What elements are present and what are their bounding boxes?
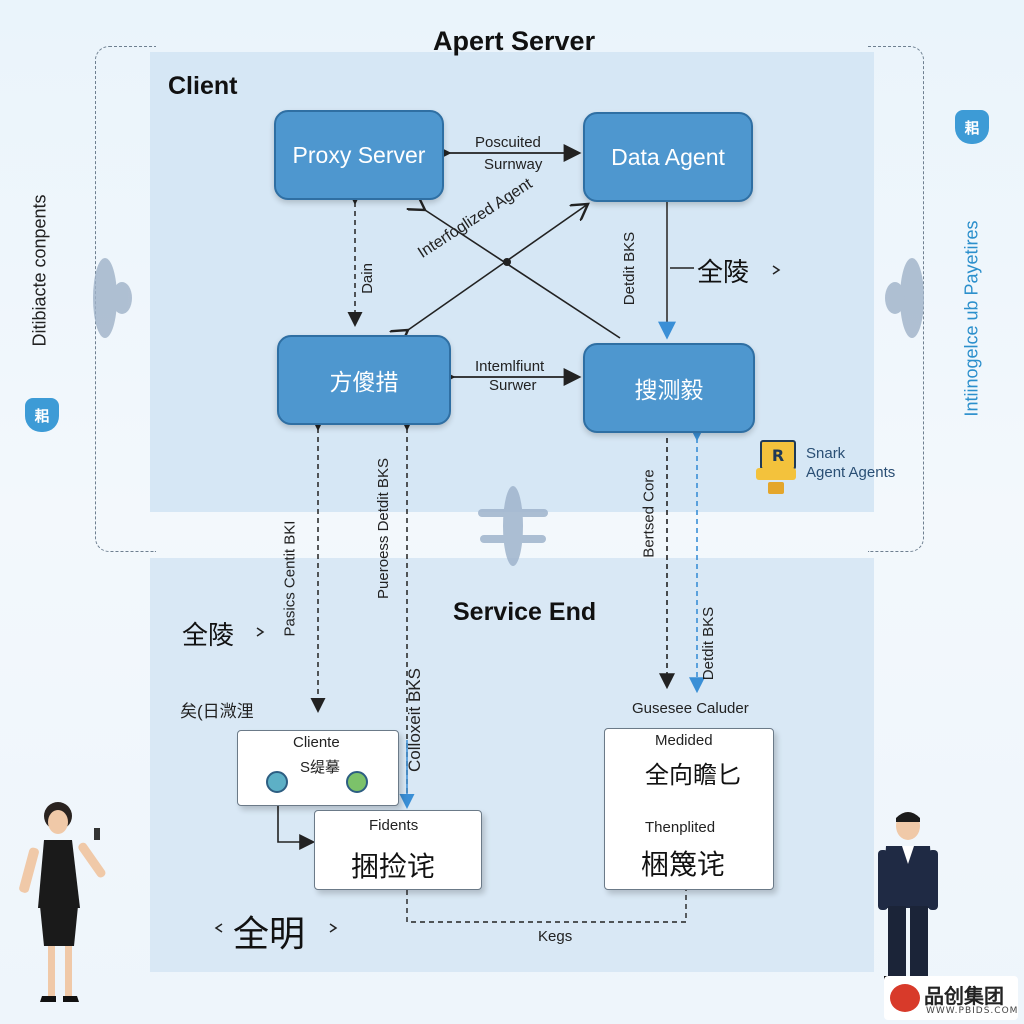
- watermark-icon: [890, 984, 920, 1012]
- right-badge-icon: 耜: [955, 110, 989, 144]
- thenplited-title: Thenplited: [645, 819, 716, 836]
- page-title: Apert Server: [433, 26, 596, 56]
- edge-label-keys: Kegs: [538, 928, 573, 945]
- service-chinese-label: 全陵: [182, 621, 235, 651]
- service-chinese-small: 矣(日溦浬: [180, 702, 254, 721]
- edge-label-surwer: Surwer: [489, 377, 537, 394]
- cliente-card-text: S缇摹: [300, 759, 341, 776]
- service-bottom-chinese: 全明: [233, 914, 306, 955]
- thenplited-text: 梱篾诧: [641, 848, 726, 881]
- rocket-icon-right: [346, 771, 368, 793]
- label-chinese-upper: 全陵: [697, 258, 750, 288]
- node-chinese-left[interactable]: 方傻措: [277, 335, 451, 425]
- snark-icon-label: R: [760, 440, 796, 470]
- left-side-label: Ditibiacte conpents: [29, 194, 50, 347]
- edge-label-poscuited: Poscuited: [475, 134, 541, 151]
- service-section-title: Service End: [453, 598, 597, 626]
- edge-label-intemlfiunt: Intemlfiunt: [475, 358, 545, 375]
- fidents-card-title: Fidents: [369, 817, 419, 834]
- snark-label: Snark: [806, 445, 846, 462]
- watermark-url: WWW.PBIDS.COM: [926, 1006, 1019, 1016]
- medided-card-title: Medided: [655, 732, 713, 749]
- edge-label-puegroess: Pueroess Detdit BKS: [374, 458, 392, 599]
- edge-label-bertsed: Bertsed Core: [640, 469, 658, 558]
- edge-label-dain: Dain: [358, 263, 376, 294]
- businessman-figure: [878, 812, 938, 982]
- edge-label-colloxeit: Colloxeit BKS: [404, 668, 424, 772]
- cliente-card-title: Cliente: [293, 734, 340, 751]
- watermark-brand: 品创集团: [924, 984, 1004, 1008]
- gusesee-label: Gusesee Caluder: [632, 700, 749, 717]
- businesswoman-figure: [19, 802, 106, 1002]
- left-badge-icon: 耜: [25, 398, 59, 432]
- rocket-icon-left: [266, 771, 288, 793]
- client-section-title: Client: [168, 72, 238, 100]
- medided-card-text: 全向瞻匕: [645, 761, 741, 789]
- watermark-logo: 品创集团 WWW.PBIDS.COM: [884, 976, 1018, 1020]
- cliente-card[interactable]: Cliente S缇摹: [237, 730, 399, 806]
- edge-label-pasics: Pasics Centit BKI: [281, 520, 299, 637]
- fidents-card[interactable]: Fidents 捆捡诧: [314, 810, 482, 890]
- proxy-server-node[interactable]: Proxy Server: [274, 110, 444, 200]
- medided-card[interactable]: Medided 全向瞻匕 Thenplited 梱篾诧: [604, 728, 774, 890]
- edge-label-surnway: Surnway: [484, 156, 543, 173]
- right-side-label: Intiinogelce ub Payetires: [961, 220, 982, 417]
- snark-agents-label: Agent Agents: [806, 464, 896, 481]
- edge-label-detdit-2: Detdit BKS: [700, 606, 718, 681]
- data-agent-node[interactable]: Data Agent: [583, 112, 753, 202]
- edge-label-detdit: Detdit BKS: [621, 231, 639, 306]
- node-chinese-right[interactable]: 搜测毅: [583, 343, 755, 433]
- fidents-card-text: 捆捡诧: [351, 850, 436, 883]
- snark-icon: R: [756, 440, 796, 496]
